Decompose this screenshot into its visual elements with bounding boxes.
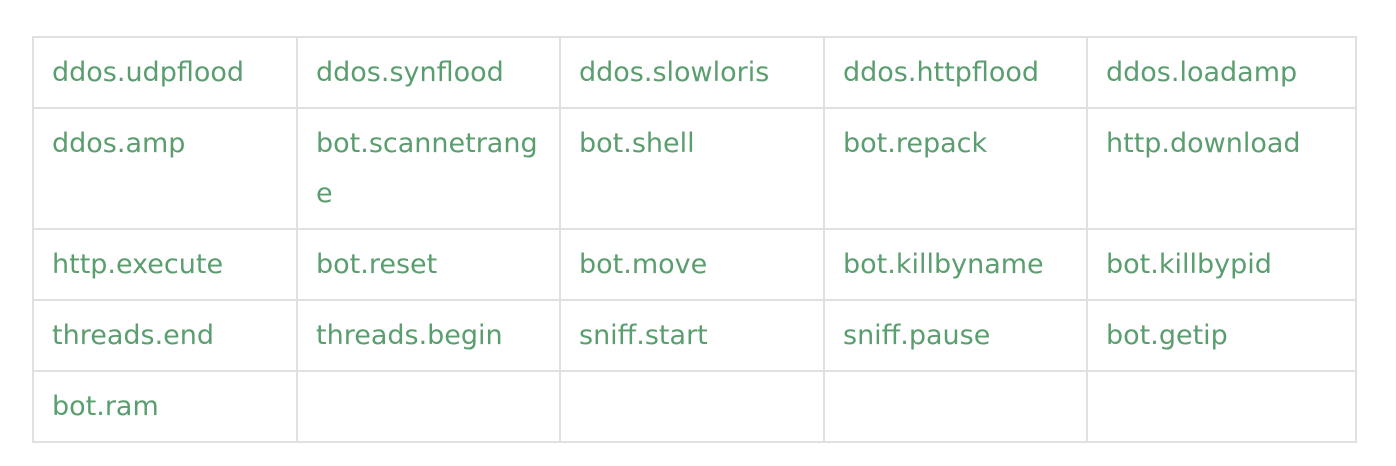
table-cell: bot.killbypid: [1086, 228, 1357, 301]
table-cell: bot.killbyname: [823, 228, 1088, 301]
table-cell: http.download: [1086, 107, 1357, 230]
table-cell: bot.ram: [32, 370, 298, 443]
table-cell: bot.scannetrange: [296, 107, 561, 230]
table-cell: sniff.pause: [823, 299, 1088, 372]
table-cell: ddos.slowloris: [559, 36, 825, 109]
table-cell-empty: [823, 370, 1088, 443]
table-cell: bot.shell: [559, 107, 825, 230]
table-row: ddos.udpflood ddos.synflood ddos.slowlor…: [32, 36, 1357, 109]
table-cell-empty: [559, 370, 825, 443]
table-cell: http.execute: [32, 228, 298, 301]
table-cell: bot.move: [559, 228, 825, 301]
table-cell: ddos.synflood: [296, 36, 561, 109]
table-cell: ddos.udpflood: [32, 36, 298, 109]
table-cell: ddos.httpflood: [823, 36, 1088, 109]
table-cell: bot.getip: [1086, 299, 1357, 372]
table-cell: ddos.loadamp: [1086, 36, 1357, 109]
table-cell: threads.end: [32, 299, 298, 372]
table-cell: sniff.start: [559, 299, 825, 372]
table-cell: ddos.amp: [32, 107, 298, 230]
table-cell: threads.begin: [296, 299, 561, 372]
table-row: bot.ram: [32, 370, 1357, 443]
table-row: http.execute bot.reset bot.move bot.kill…: [32, 228, 1357, 301]
table-cell: bot.repack: [823, 107, 1088, 230]
table-cell: bot.reset: [296, 228, 561, 301]
command-table: ddos.udpflood ddos.synflood ddos.slowlor…: [32, 36, 1357, 443]
table-row: threads.end threads.begin sniff.start sn…: [32, 299, 1357, 372]
table-cell-empty: [1086, 370, 1357, 443]
table-row: ddos.amp bot.scannetrange bot.shell bot.…: [32, 107, 1357, 230]
table-cell-empty: [296, 370, 561, 443]
